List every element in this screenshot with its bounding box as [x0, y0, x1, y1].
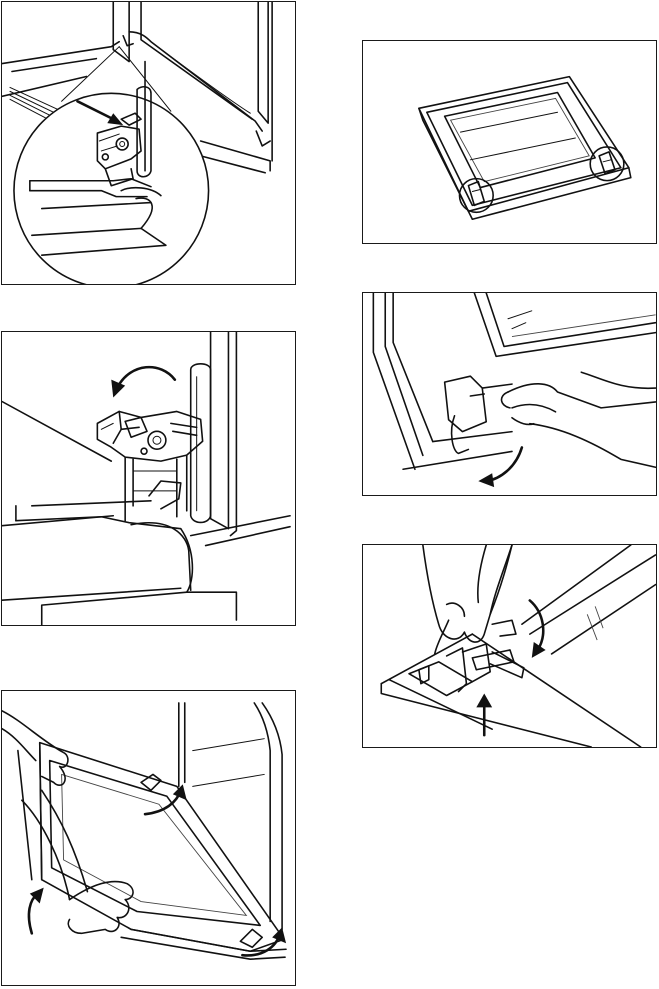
illustration-glass-clip-lift — [362, 544, 657, 748]
illustration-hinge-detail — [1, 1, 296, 285]
hinge-lever-drawing — [2, 332, 295, 625]
glass-clip-release-drawing — [363, 293, 656, 495]
illustration-glass-clip-release — [362, 292, 657, 496]
illustration-door-glass-clips — [362, 40, 657, 244]
door-glass-clips-drawing — [363, 41, 656, 243]
door-removal-drawing — [2, 691, 295, 985]
glass-clip-lift-drawing — [363, 545, 656, 747]
illustration-door-removal — [1, 690, 296, 986]
hinge-detail-drawing — [2, 2, 295, 284]
illustration-hinge-lever-rotate — [1, 331, 296, 626]
